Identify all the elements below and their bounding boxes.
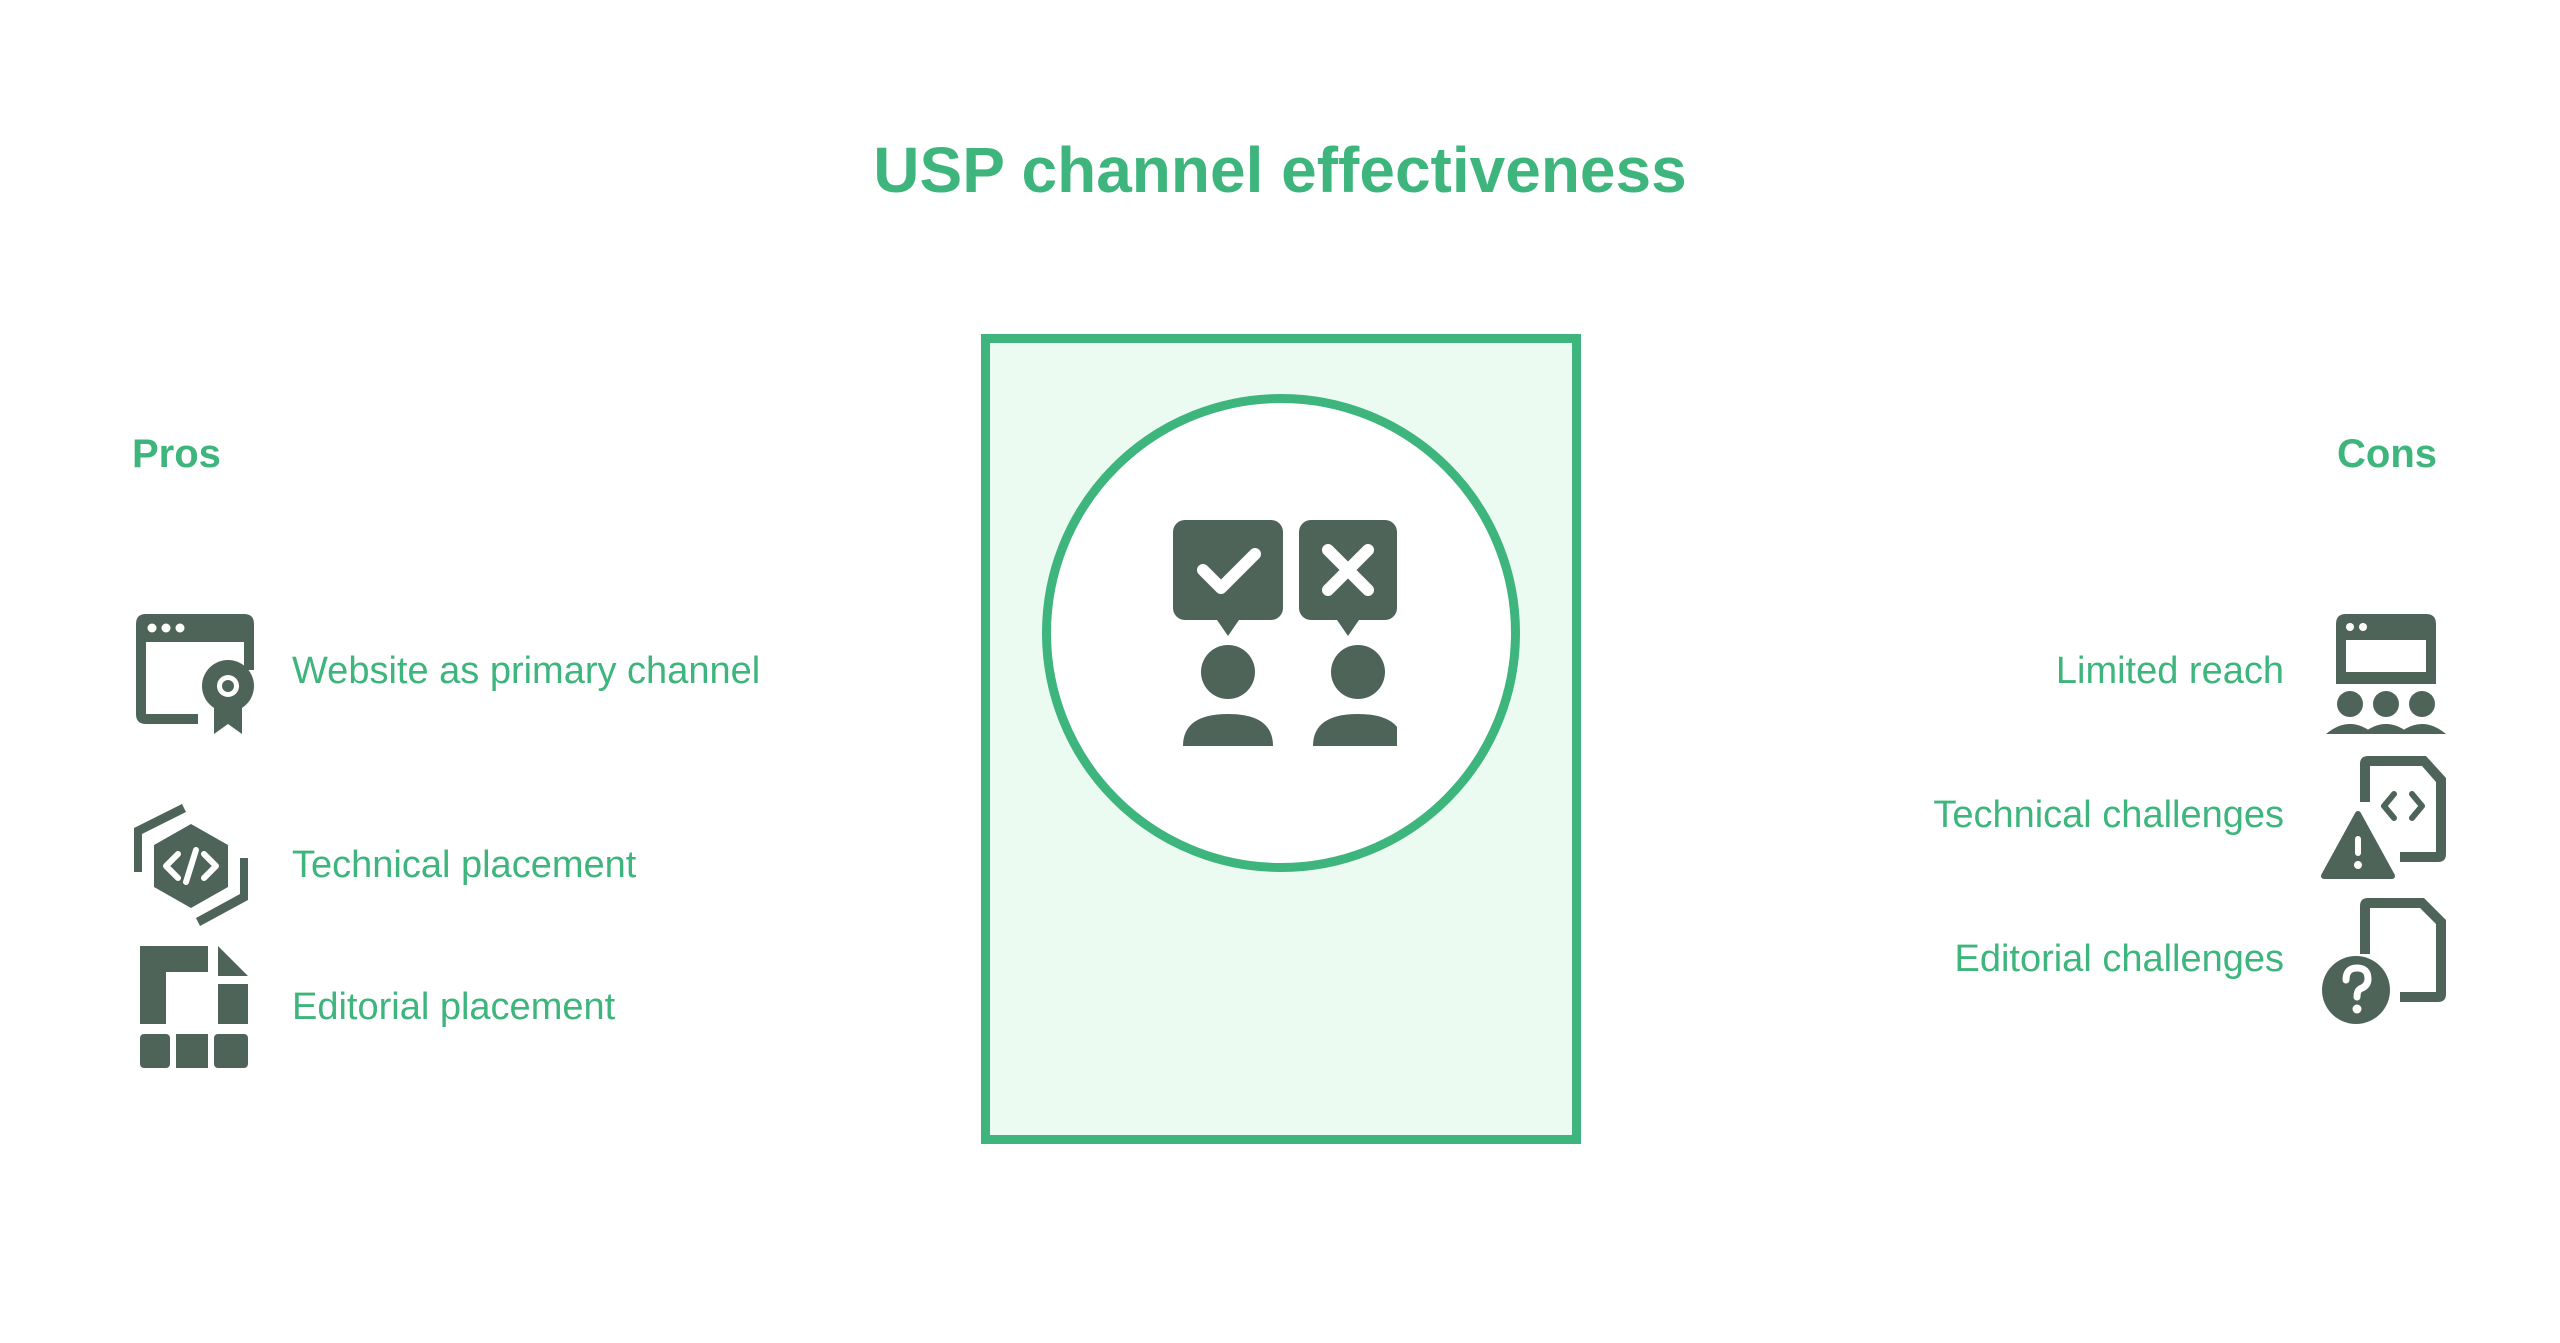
file-question-icon [2320,894,2450,1024]
cons-item-technical-challenges: Technical challenges [1933,750,2450,880]
pros-item-technical: Technical placement [126,800,772,930]
pros-item-label: Editorial placement [292,986,616,1028]
approve-reject-people-icon [1165,520,1403,752]
cons-item-editorial-challenges: Editorial challenges [1954,894,2450,1024]
layout-grid-icon [126,942,256,1072]
cons-item-limited-reach: Limited reach [2056,606,2450,736]
code-file-warning-icon [2320,750,2450,880]
website-audience-icon [2320,606,2450,736]
cons-item-label: Limited reach [2055,650,2284,692]
pros-item-editorial: Editorial placement [126,942,772,1072]
cons-item-label: Editorial challenges [1954,938,2284,980]
pros-heading: Pros [132,432,221,476]
pros-item-label: Website as primary channel [292,650,761,692]
pros-item-label: Technical placement [292,844,637,886]
cons-heading: Cons [2337,432,2437,476]
code-hexagon-icon [126,800,256,930]
cons-item-label: Technical challenges [1933,794,2284,836]
page-title: USP channel effectiveness [873,134,1687,206]
center-circle [1042,394,1520,872]
website-award-icon [126,606,256,736]
pros-item-website: Website as primary channel [126,606,772,736]
